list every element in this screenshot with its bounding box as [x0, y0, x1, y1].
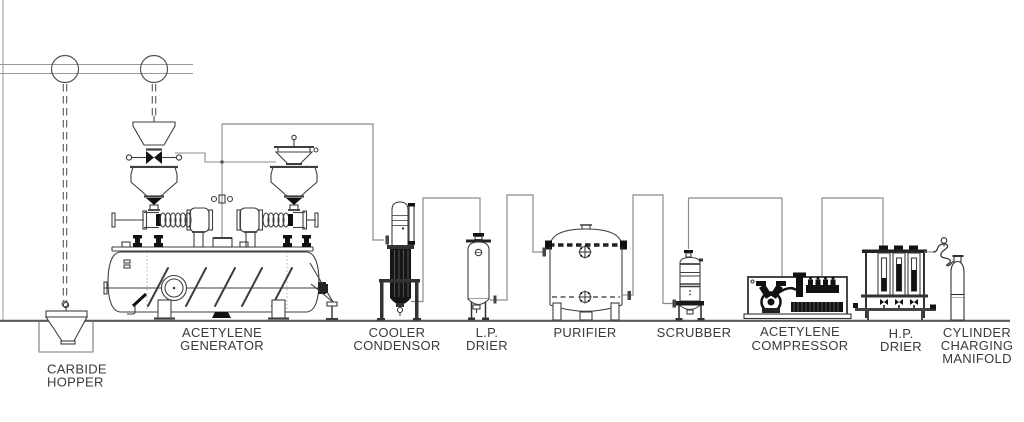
label-lp-drier-line2: DRIER	[466, 338, 508, 353]
label-purifier: PURIFIER	[553, 325, 616, 340]
hoist-chain-left	[61, 84, 69, 308]
label-cylinder-charging-manifold-line3: MANIFOLD	[942, 351, 1012, 366]
label-cylinder-charging-manifold-line1: CYLINDER	[943, 325, 1011, 340]
label-cooler-condensor-line2: CONDENSOR	[353, 338, 440, 353]
hoist-trolley-left	[50, 54, 80, 84]
pipe-lp-drier-to-purifier	[490, 194, 543, 301]
acetylene-generator-drawing	[103, 121, 338, 320]
gas-cylinder	[950, 260, 965, 321]
hp-drier-drawing	[853, 245, 936, 320]
pipe-generator-to-condensor	[222, 123, 384, 241]
handwheel-valve-bottom	[578, 290, 592, 304]
cooler-condensor-drawing	[377, 201, 421, 321]
label-carbide-hopper-line2: HOPPER	[47, 375, 104, 390]
label-hp-drier-line2: DRIER	[880, 339, 922, 354]
label-acetylene-compressor-line1: ACETYLENE	[760, 324, 840, 339]
cylinder-charging-manifold-drawing	[932, 237, 965, 321]
label-acetylene-generator-line1: ACETYLENE	[182, 325, 262, 340]
process-piping	[222, 123, 884, 305]
pipe-compressor-to-hp-drier	[821, 197, 884, 277]
hoist-trolley-right	[139, 54, 169, 84]
label-lp-drier-line1: L.P.	[476, 325, 499, 340]
purifier-drawing	[542, 224, 631, 321]
acetylene-compressor-drawing	[743, 272, 852, 320]
overhead-rail	[0, 0, 193, 321]
carbide-hopper-drawing	[38, 301, 94, 353]
pipe-condensor-to-lp-drier	[411, 197, 481, 303]
lp-drier-drawing	[466, 233, 497, 320]
pipe-purifier-to-scrubber	[630, 194, 673, 305]
equipment-labels: CARBIDE HOPPER ACETYLENE GENERATOR COOLE…	[47, 324, 1013, 390]
pipe-scrubber-to-compressor	[687, 197, 783, 277]
label-scrubber: SCRUBBER	[657, 325, 732, 340]
label-cooler-condensor-line1: COOLER	[369, 325, 426, 340]
scrubber-drawing	[672, 250, 705, 321]
label-cylinder-charging-manifold-line2: CHARGING	[941, 338, 1013, 353]
handwheel-valve-top	[578, 245, 592, 259]
label-carbide-hopper-line1: CARBIDE	[47, 362, 107, 377]
pigtail-hose	[932, 243, 954, 267]
label-acetylene-compressor-line2: COMPRESSOR	[752, 338, 849, 353]
label-hp-drier-line1: H.P.	[889, 326, 914, 341]
label-acetylene-generator-line2: GENERATOR	[180, 338, 264, 353]
